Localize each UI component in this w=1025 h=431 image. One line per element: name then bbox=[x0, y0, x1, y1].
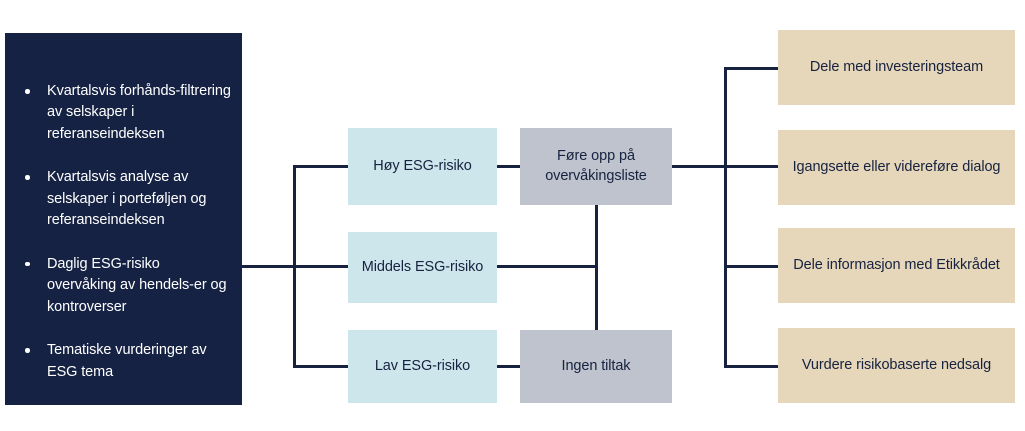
bullet-dot-icon bbox=[25, 175, 30, 180]
outcome-box-share-investment-team[interactable]: Dele med investeringsteam bbox=[778, 30, 1015, 105]
bullet-dot-icon bbox=[25, 89, 30, 94]
action-box-watchlist-label: Føre opp på overvåkingsliste bbox=[545, 147, 647, 184]
list-item: Kvartalsvis forhånds-filtrering av selsk… bbox=[17, 81, 231, 145]
connector-outcome-branch-4 bbox=[724, 365, 778, 368]
list-item-label: Kvartalsvis forhånds-filtrering av selsk… bbox=[47, 83, 231, 142]
list-item-label: Daglig ESG-risiko overvåking av hendels-… bbox=[47, 255, 227, 315]
connector-high-to-watchlist bbox=[497, 165, 520, 168]
risk-box-medium[interactable]: Middels ESG-risiko bbox=[348, 232, 497, 303]
list-item: Kvartalsvis analyse av selskaper i porte… bbox=[17, 167, 231, 231]
list-item: Daglig ESG-risiko overvåking av hendels-… bbox=[17, 254, 231, 318]
risk-box-medium-label: Middels ESG-risiko bbox=[361, 258, 484, 275]
risk-box-low[interactable]: Lav ESG-risiko bbox=[348, 330, 497, 403]
connector-panel-to-risk-trunk bbox=[242, 265, 296, 268]
connector-risk-branch-low bbox=[293, 365, 348, 368]
outcome-box-2-label: Igangsette eller videreføre dialog bbox=[792, 158, 1001, 175]
risk-box-low-label: Lav ESG-risiko bbox=[374, 357, 471, 374]
action-box-watchlist[interactable]: Føre opp på overvåkingsliste bbox=[520, 128, 672, 205]
connector-watchlist-drop bbox=[595, 205, 598, 330]
list-item: Tematiske vurderinger av ESG tema bbox=[17, 340, 231, 383]
action-box-no-action[interactable]: Ingen tiltak bbox=[520, 330, 672, 403]
action-box-no-action-label: Ingen tiltak bbox=[561, 357, 631, 374]
risk-box-high-label: Høy ESG-risiko bbox=[373, 157, 472, 174]
outcome-box-3-label: Dele informasjon med Etikkrådet bbox=[793, 256, 1000, 273]
list-item-label: Kvartalsvis analyse av selskaper i porte… bbox=[47, 169, 207, 229]
outcome-box-share-etikkradet[interactable]: Dele informasjon med Etikkrådet bbox=[778, 228, 1015, 303]
inputs-panel: Kvartalsvis forhånds-filtrering av selsk… bbox=[5, 33, 242, 405]
list-item-label: Tematiske vurderinger av ESG tema bbox=[47, 342, 207, 380]
outcome-box-4-label: Vurdere risikobaserte nedsalg bbox=[801, 356, 992, 373]
connector-outcome-branch-3 bbox=[724, 265, 778, 268]
connector-risk-branch-high bbox=[293, 165, 348, 168]
connector-outcomes-spine bbox=[724, 67, 727, 367]
outcome-box-risk-based-divestment[interactable]: Vurdere risikobaserte nedsalg bbox=[778, 328, 1015, 403]
inputs-bullet-list: Kvartalsvis forhånds-filtrering av selsk… bbox=[17, 81, 231, 383]
outcome-box-1-label: Dele med investeringsteam bbox=[809, 58, 984, 75]
connector-low-to-no-action bbox=[497, 365, 520, 368]
bullet-dot-icon bbox=[25, 348, 30, 353]
connector-medium-to-watchlist-drop bbox=[497, 265, 598, 268]
bullet-dot-icon bbox=[25, 261, 30, 267]
connector-risk-branch-medium bbox=[293, 265, 348, 268]
connector-outcome-branch-1 bbox=[724, 67, 778, 70]
outcome-box-dialogue[interactable]: Igangsette eller videreføre dialog bbox=[778, 130, 1015, 205]
risk-box-high[interactable]: Høy ESG-risiko bbox=[348, 128, 497, 205]
